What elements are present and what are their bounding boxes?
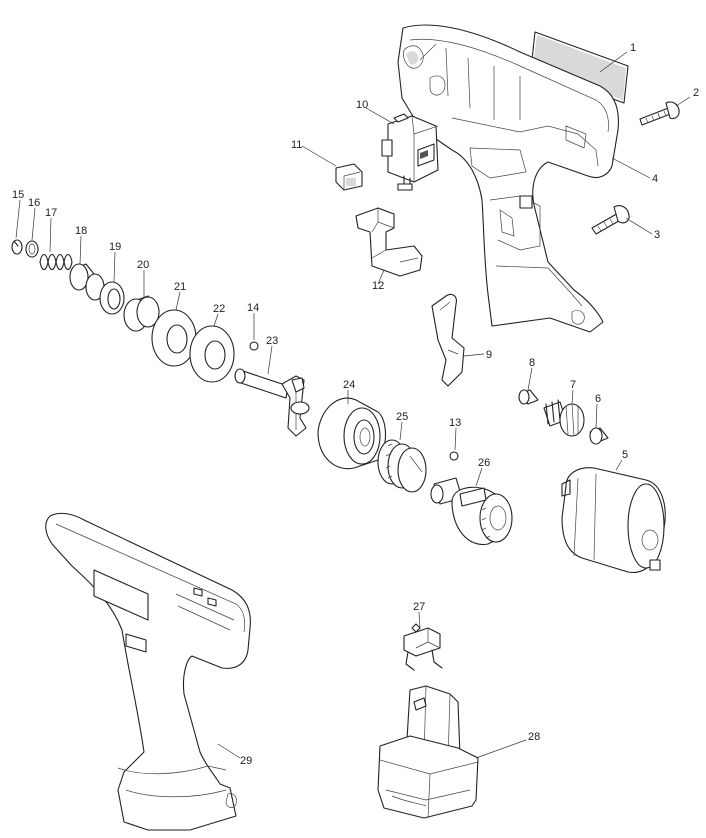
callout-20: 20 <box>137 259 149 271</box>
part-16-ring <box>25 240 39 258</box>
callout-25: 25 <box>396 411 408 423</box>
callout-7: 7 <box>570 379 576 391</box>
part-3-screw <box>591 205 630 235</box>
callout-24: 24 <box>343 379 355 391</box>
callout-12: 12 <box>372 280 384 292</box>
part-13-ball <box>449 451 459 461</box>
part-5-motor <box>561 467 666 574</box>
part-11-block <box>335 163 363 191</box>
part-21-washer <box>151 309 197 367</box>
part-25-gear-set <box>377 439 427 493</box>
part-7-pinion <box>543 399 585 437</box>
callout-11: 11 <box>291 139 302 151</box>
part-18-sleeve <box>69 263 105 301</box>
part-10-switch <box>381 113 439 191</box>
callout-8: 8 <box>529 357 535 369</box>
callout-22: 22 <box>213 303 225 315</box>
callout-10: 10 <box>356 99 368 111</box>
part-27-terminal <box>403 623 443 671</box>
callout-14: 14 <box>247 302 259 314</box>
part-19-ring <box>99 281 125 315</box>
callout-16: 16 <box>28 197 40 209</box>
callout-1: 1 <box>630 42 636 54</box>
part-9-clip <box>431 293 465 387</box>
part-4-housing-half <box>397 24 619 333</box>
part-14-ball <box>249 341 259 351</box>
callout-labels: 1 2 3 4 5 6 7 8 9 10 11 12 13 14 15 16 1… <box>12 42 699 767</box>
part-22-washer <box>189 325 235 383</box>
part-6-bushing <box>589 427 609 445</box>
callout-28: 28 <box>528 731 540 743</box>
leader-lines <box>15 51 691 759</box>
callout-19: 19 <box>109 241 121 253</box>
part-15-ring <box>11 239 23 255</box>
callout-9: 9 <box>486 349 492 361</box>
part-2-screw <box>639 101 680 126</box>
callout-29: 29 <box>240 755 252 767</box>
callout-6: 6 <box>595 393 601 405</box>
part-28-battery <box>377 685 479 819</box>
callout-4: 4 <box>652 173 658 185</box>
callout-13: 13 <box>449 417 461 429</box>
callout-27: 27 <box>413 601 425 613</box>
callout-26: 26 <box>478 457 490 469</box>
callout-3: 3 <box>654 229 660 241</box>
part-12-bracket <box>355 207 423 277</box>
callout-18: 18 <box>75 225 87 237</box>
part-23-spindle <box>234 368 310 437</box>
callout-21: 21 <box>174 281 186 293</box>
callout-2: 2 <box>693 87 699 99</box>
callout-5: 5 <box>622 449 628 461</box>
part-17-spring <box>39 253 73 271</box>
part-29-housing <box>45 512 251 831</box>
callout-15: 15 <box>12 189 24 201</box>
part-8-bushing <box>518 389 539 405</box>
callout-23: 23 <box>266 335 278 347</box>
part-24-ring-gear <box>317 397 387 470</box>
part-26-carrier <box>430 477 513 546</box>
callout-17: 17 <box>45 207 57 219</box>
